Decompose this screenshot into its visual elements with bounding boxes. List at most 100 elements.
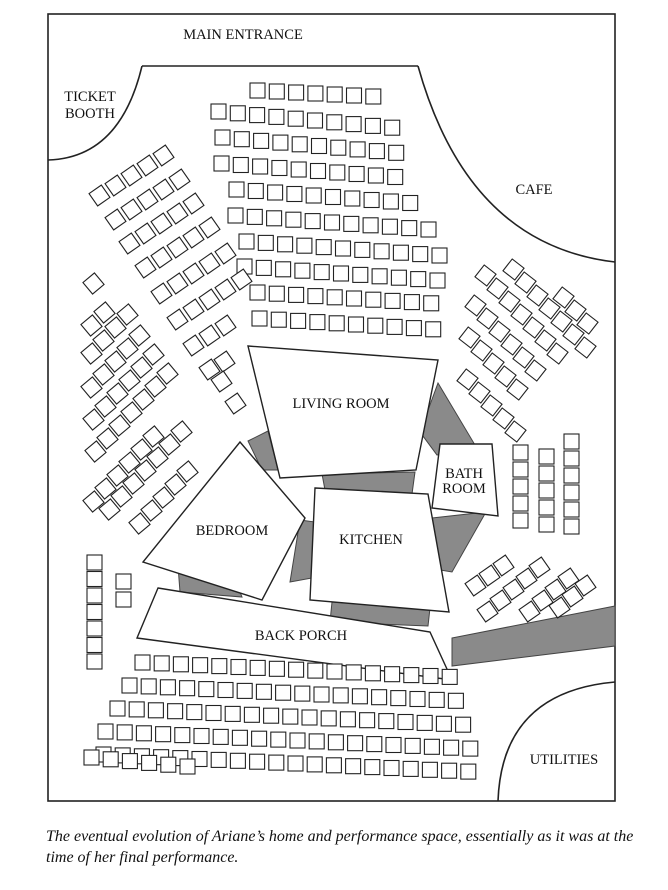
seat [313,264,330,281]
seat [349,141,366,158]
seat [502,258,525,281]
seat [290,161,307,178]
seat [362,217,379,234]
seat [329,164,346,181]
seat [345,87,363,104]
seat [528,556,551,579]
seat [325,757,342,774]
seat [104,350,127,373]
seat [86,620,103,637]
seat [167,703,184,720]
seat [492,554,515,577]
seat [86,587,103,604]
seat [214,278,237,301]
seat [205,704,222,722]
seat [294,685,311,702]
seat [352,266,369,283]
seat [330,139,347,156]
seat [230,268,253,291]
seat [544,578,567,601]
seat [268,285,285,302]
seat [271,159,288,177]
seat [249,659,266,676]
seat [224,705,241,722]
seat [373,243,390,260]
ticket-booth-area [47,65,143,161]
seat [564,299,587,322]
seat [286,185,303,203]
seat [500,333,523,356]
seat [80,342,103,365]
seat [371,689,388,706]
seat [80,376,103,399]
seat [563,450,580,467]
seat [326,114,343,131]
seat [456,368,479,391]
seat [510,303,533,326]
seat [563,433,580,450]
seat [249,107,266,124]
seat [120,198,143,221]
seat [512,444,529,461]
seat [182,192,205,215]
seat [365,291,382,308]
seat [268,83,285,100]
seat [354,241,371,258]
seat [210,751,227,768]
seat [347,735,364,752]
seat [320,710,337,727]
seat [512,495,529,512]
seat [347,316,365,333]
seat [98,498,121,521]
seat [371,268,388,285]
seat [538,516,555,533]
seat [344,190,361,207]
seat [229,105,246,122]
seat [92,329,115,352]
living-room-label: LIVING ROOM [292,396,389,412]
seat [562,323,585,346]
seat [236,682,253,699]
seat [441,762,458,779]
seat [506,378,529,401]
seat [296,237,313,254]
seat [488,320,511,343]
seat [412,246,429,263]
seat [102,751,119,768]
seat [255,683,272,700]
seat [364,117,381,134]
seat [228,181,245,198]
seat [574,574,597,597]
seat [345,290,363,307]
seat [301,709,318,726]
seat [170,420,193,443]
seat [198,216,221,239]
seat [538,448,555,465]
seat [480,394,503,417]
seat [326,663,343,680]
seat [327,734,344,751]
seat [134,222,157,245]
seat [104,208,127,231]
seat [512,478,529,495]
seat [156,362,179,385]
seat [288,286,305,303]
seat [174,727,191,744]
seat [563,467,580,484]
seat [339,711,356,728]
seat [289,732,306,749]
seat [546,342,569,365]
living-room [247,345,439,479]
seat [522,316,545,339]
seat [364,665,381,682]
seat [282,708,299,725]
seat [512,461,529,478]
seat [512,512,529,529]
seat [548,596,571,619]
seat [251,310,268,327]
seat [429,272,446,289]
seat [86,636,103,654]
bath-room [431,443,499,517]
seat [227,207,244,224]
seat [315,239,332,256]
